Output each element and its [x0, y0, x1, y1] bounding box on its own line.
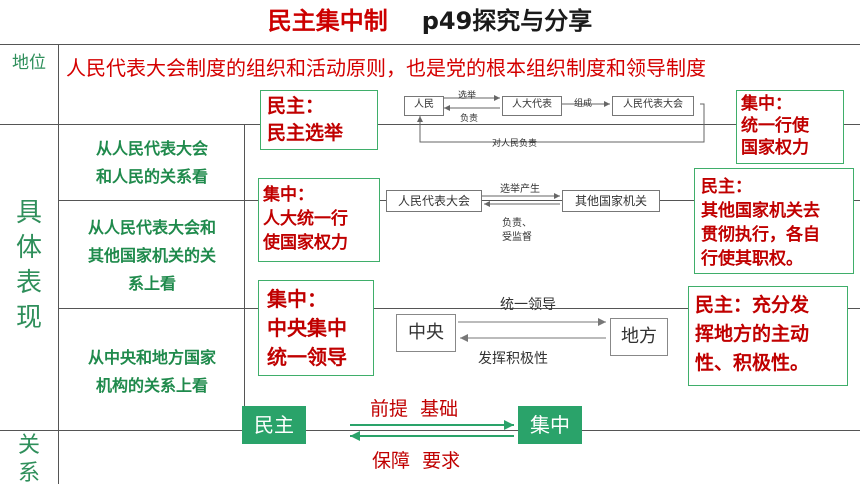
label-char: 具: [15, 198, 42, 228]
label-relation: 关 系: [0, 432, 58, 488]
grid-line: [58, 308, 860, 309]
box-democracy-organs: 民主： 其他国家机关去 贯彻执行，各自 行使其职权。: [694, 168, 854, 274]
diagram3-node-local: 地方: [610, 318, 668, 356]
box-centralism-npc: 集中： 人大统一行 使国家权力: [258, 178, 380, 262]
grid-line: [58, 44, 59, 484]
diagram1-edge-elect: 选举: [458, 91, 477, 101]
box-line: 贯彻执行，各自: [701, 225, 820, 245]
diagram1-arrows: [417, 95, 705, 143]
diagram1-node-deputies: 人大代表: [502, 96, 562, 116]
diagram1-edge-responsible-people: 对人民负责: [492, 139, 538, 149]
diagram2-arrows: [482, 193, 560, 207]
diagram2-edge-elect: 选举产生: [500, 184, 540, 195]
diagram1-node-people: 人民: [404, 96, 444, 116]
page-title: 民主集中制 p49探究与分享: [0, 0, 860, 40]
box-line: 性、积极性。: [695, 352, 810, 374]
diagram1-edge-responsible: 负责: [460, 114, 479, 124]
box-line: 民主：充分发: [695, 294, 810, 316]
title-main: 民主集中制: [267, 7, 388, 35]
label-char: 关: [17, 433, 40, 458]
diagram2-node-npc: 人民代表大会: [386, 190, 482, 212]
box-centralism-power: 集中： 统一行使 国家权力: [736, 90, 844, 164]
box-line: 民主：: [267, 95, 325, 117]
title-sub: p49探究与分享: [421, 7, 593, 35]
aspect-line: 机构的关系上看: [95, 376, 208, 395]
aspect-line: 系上看: [127, 274, 176, 293]
relation-democracy: 民主: [242, 406, 306, 444]
box-line: 统一领导: [267, 345, 347, 369]
label-char: 表: [15, 268, 42, 298]
diagram1-edge-form: 组成: [574, 99, 593, 109]
box-democracy-election: 民主： 民主选举: [260, 90, 378, 150]
relation-top-text: 前提 基础: [370, 398, 459, 420]
label-position: 地位: [12, 53, 46, 73]
label-specific: 具 体 表 现: [0, 196, 58, 336]
box-democracy-local: 民主：充分发 挥地方的主动 性、积极性。: [688, 286, 848, 386]
box-line: 使国家权力: [263, 233, 348, 253]
aspect-line: 从人民代表大会: [95, 139, 208, 158]
position-text: 人民代表大会制度的组织和活动原则，也是党的根本组织制度和领导制度: [66, 56, 706, 80]
box-line: 人大统一行: [263, 209, 348, 229]
box-centralism-central: 集中： 中央集中 统一领导: [258, 280, 374, 376]
aspect-line: 从人民代表大会和: [87, 218, 216, 237]
box-line: 国家权力: [741, 138, 809, 158]
box-line: 民主：: [701, 177, 752, 197]
relation-arrows: [350, 420, 514, 441]
diagram1-node-npc: 人民代表大会: [612, 96, 694, 116]
diagram3-node-central: 中央: [396, 314, 456, 352]
grid-line: [0, 124, 860, 125]
box-line: 集中：: [741, 94, 792, 114]
box-line: 统一行使: [741, 116, 809, 136]
label-char: 体: [15, 233, 42, 263]
relation-bottom-text: 保障 要求: [372, 450, 461, 472]
grid-line: [0, 430, 860, 431]
diagram2-edge-responsible: 负责、: [502, 218, 532, 229]
label-char: 现: [15, 303, 42, 333]
diagram3-edge-lead: 统一领导: [500, 297, 556, 313]
diagram3-arrows: [458, 318, 606, 342]
grid-line: [244, 124, 245, 430]
aspect-line: 从中央和地方国家: [87, 348, 216, 367]
box-line: 行使其职权。: [701, 249, 803, 269]
diagram2-node-organs: 其他国家机关: [562, 190, 660, 212]
aspect-organs: 从人民代表大会和 其他国家机关的关 系上看: [60, 214, 244, 298]
box-line: 挥地方的主动: [695, 323, 810, 345]
label-char: 系: [17, 461, 40, 486]
grid-line: [0, 44, 860, 45]
aspect-line: 和人民的关系看: [95, 167, 208, 186]
aspect-central-local: 从中央和地方国家 机构的关系上看: [60, 344, 244, 400]
box-line: 民主选举: [267, 122, 344, 144]
diagram2-edge-supervised: 受监督: [502, 232, 532, 243]
box-line: 集中：: [263, 185, 314, 205]
aspect-line: 其他国家机关的关: [87, 246, 216, 265]
relation-centralism: 集中: [518, 406, 582, 444]
box-line: 其他国家机关去: [701, 201, 820, 221]
box-line: 中央集中: [267, 316, 347, 340]
diagram3-edge-initiative: 发挥积极性: [478, 351, 548, 367]
aspect-people: 从人民代表大会 和人民的关系看: [60, 135, 244, 191]
box-line: 集中：: [267, 287, 327, 311]
